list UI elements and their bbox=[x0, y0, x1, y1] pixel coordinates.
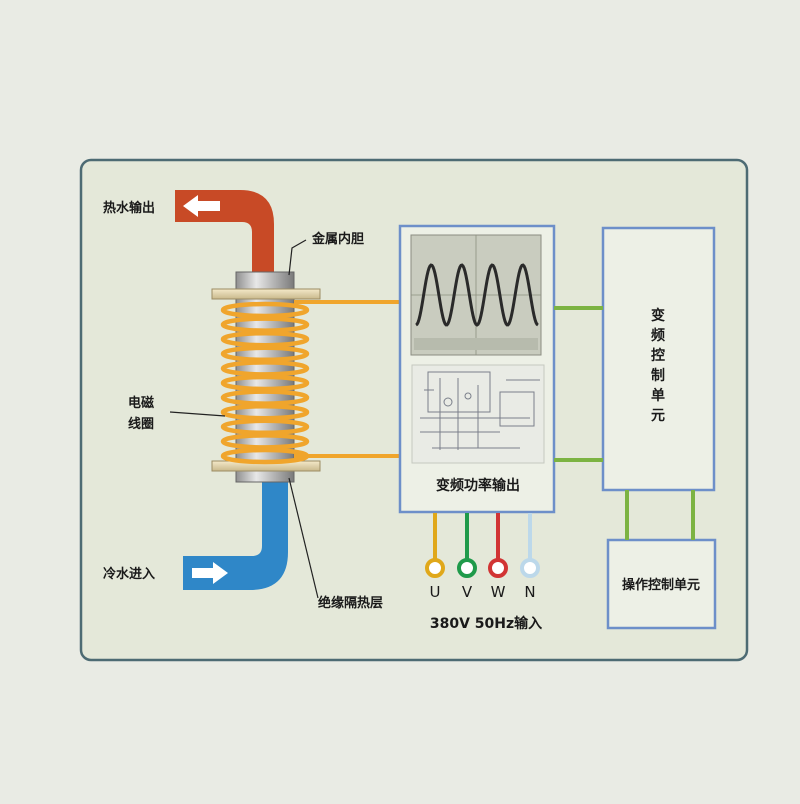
coil-turn bbox=[220, 433, 310, 450]
coil-turn bbox=[220, 345, 310, 363]
phase-label: W bbox=[491, 583, 506, 601]
sine-waveform bbox=[415, 263, 539, 327]
frequency-control-char: 元 bbox=[651, 408, 665, 424]
frequency-control-char: 控 bbox=[651, 347, 665, 364]
coil-turn bbox=[220, 418, 310, 436]
frequency-control-char: 单 bbox=[651, 387, 665, 404]
circuit-schematic bbox=[411, 364, 545, 464]
coil-turn bbox=[220, 330, 310, 348]
phase-label: N bbox=[524, 583, 535, 601]
phase-terminal-icon bbox=[425, 558, 445, 578]
coil-leader bbox=[169, 411, 226, 417]
metal-liner-label: 金属内胆 bbox=[311, 231, 364, 247]
cold-water-arrow-icon bbox=[192, 562, 228, 584]
hot-water-pipe bbox=[175, 190, 274, 283]
cold-water-in-label: 冷水进入 bbox=[103, 566, 155, 582]
frequency-control-char: 频 bbox=[651, 327, 665, 344]
phase-terminal-icon bbox=[488, 558, 508, 578]
operation-control-unit bbox=[606, 538, 717, 630]
phase-label: U bbox=[430, 583, 441, 601]
coil-label-line1: 电磁 bbox=[128, 395, 154, 411]
hot-water-arrow-icon bbox=[183, 195, 220, 217]
coil-turn bbox=[220, 360, 310, 377]
coil-turn bbox=[220, 301, 310, 319]
oscilloscope-screen bbox=[410, 234, 542, 356]
power-output-label: 变频功率输出 bbox=[436, 477, 520, 494]
phase-terminal-icon bbox=[520, 558, 540, 578]
coil-turn bbox=[220, 374, 310, 392]
coil-turn bbox=[220, 316, 310, 333]
phase-label: V bbox=[462, 583, 473, 601]
phase-terminal-icon bbox=[457, 558, 477, 578]
coil-turn bbox=[220, 403, 310, 421]
top-flange bbox=[211, 288, 321, 300]
coil-label-line2: 线圈 bbox=[128, 416, 154, 432]
cold-water-pipe bbox=[183, 478, 288, 590]
input-spec-label: 380V 50Hz输入 bbox=[430, 615, 542, 632]
insulation-label: 绝缘隔热层 bbox=[318, 595, 383, 611]
insulation-leader bbox=[288, 477, 319, 599]
hot-water-out-label: 热水输出 bbox=[103, 200, 155, 216]
frequency-control-unit bbox=[601, 226, 716, 492]
frequency-control-char: 变 bbox=[651, 307, 665, 324]
metal-liner-leader bbox=[288, 239, 307, 276]
operation-control-label: 操作控制单元 bbox=[622, 577, 700, 593]
frequency-control-char: 制 bbox=[651, 367, 665, 384]
coil-turn bbox=[220, 389, 310, 406]
